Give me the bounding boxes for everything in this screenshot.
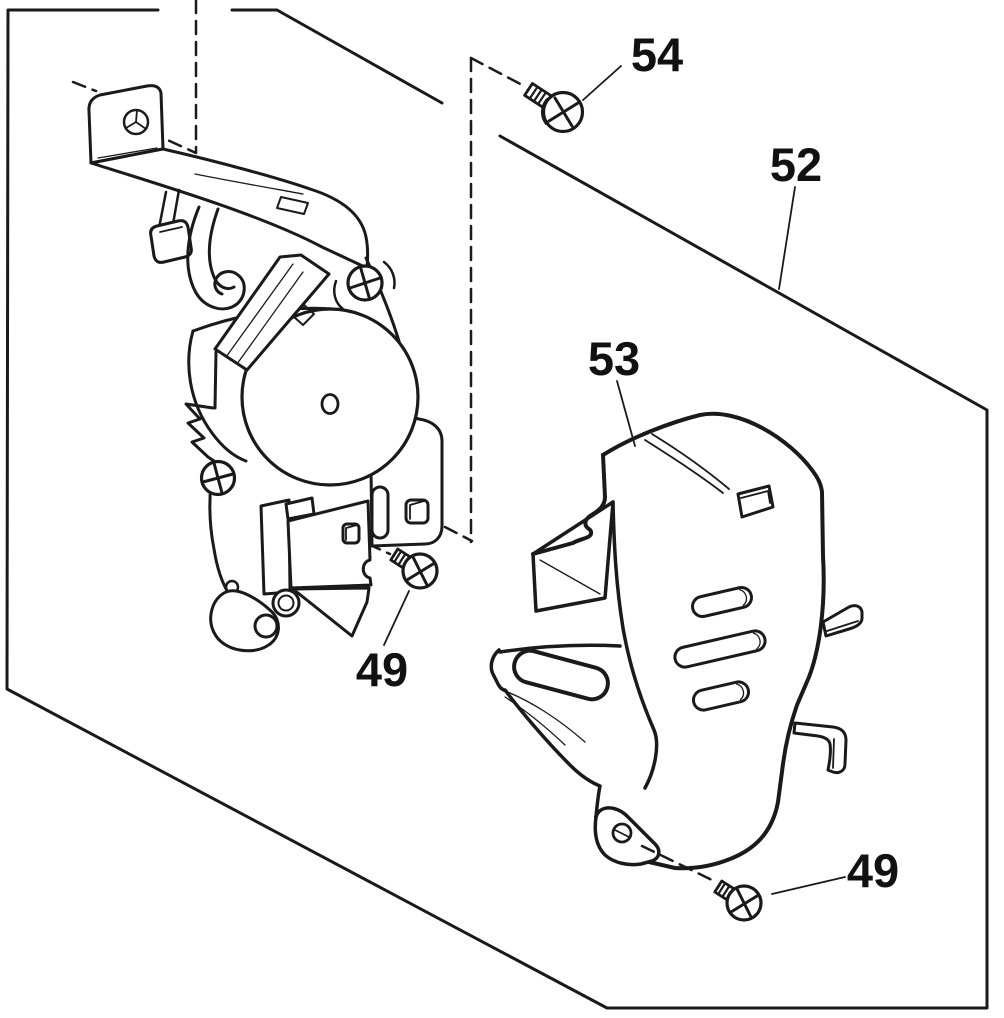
chassis-bottom-piece	[291, 586, 371, 638]
dashed-axis-screw-49-lower	[640, 844, 716, 883]
motor-plate-step	[292, 304, 315, 326]
screw-49-upper	[389, 547, 439, 590]
cover-rail-crease-2	[504, 696, 566, 746]
motor-plate	[213, 253, 331, 372]
cover-rail-crease-1	[499, 688, 586, 743]
cover-top-crease-1	[651, 433, 730, 490]
label-53: 53	[588, 332, 640, 385]
side-bracket-hole-depth	[409, 500, 425, 520]
screw-49-lower-shank	[713, 879, 735, 901]
cover-rail-bottom-face	[503, 688, 602, 819]
switch-plate-hole	[341, 522, 361, 545]
cover-slot-3-depth	[736, 683, 745, 701]
leader-53	[616, 380, 636, 447]
cover-slot-3	[691, 680, 751, 712]
cover-foot-hole-mark	[614, 829, 630, 838]
motor-screw-upper-cross	[348, 267, 382, 299]
foot-ring-outer	[271, 588, 301, 618]
bracket-emboss	[276, 196, 309, 215]
cover-top-crease-2	[644, 439, 724, 494]
label-54: 54	[631, 28, 683, 81]
motor-plate-crease-2	[236, 271, 304, 365]
chassis-left-tabs	[184, 402, 231, 596]
label-49-upper: 49	[356, 643, 408, 696]
cover-slot-1-depth	[739, 589, 748, 606]
cover-block-crease	[539, 559, 601, 595]
dashed-axis-lower	[443, 525, 474, 543]
cover-block	[531, 500, 615, 613]
motor-bracket-assembly	[87, 84, 444, 653]
motor-body-arc-left	[187, 329, 248, 463]
label-49-lower: 49	[847, 844, 899, 897]
motor-plate-crease-1	[225, 263, 294, 358]
screw-49-lower-threads	[717, 882, 731, 898]
switch-plate-back-layer	[259, 498, 292, 596]
cover-tab-upper-crease	[826, 620, 859, 632]
cover-slot-2-shape	[673, 629, 767, 669]
foot-ring-inner	[277, 594, 295, 612]
mount-panel-52	[5, 8, 989, 1010]
wire-clip-body	[149, 219, 193, 264]
screw-49-upper-threads	[393, 550, 407, 566]
leader-52	[778, 186, 796, 290]
side-bracket-hole	[404, 498, 430, 525]
bracket-hook-inner	[207, 207, 236, 291]
boss-arc-left	[333, 279, 345, 311]
chassis-edge-upper	[213, 350, 218, 410]
cover-tab-lower	[792, 721, 848, 775]
leader-49-upper	[383, 590, 410, 646]
cover-slot-3-shape	[691, 680, 751, 712]
screw-54-head-chamfer	[540, 98, 548, 125]
bracket-band-crease	[194, 173, 304, 195]
cover-vent-hole	[736, 484, 775, 519]
side-bracket-slot	[370, 485, 390, 540]
screw-49-lower-cross	[729, 887, 759, 919]
screw-49-lower	[713, 879, 763, 922]
screw-49-upper-shank	[389, 547, 411, 569]
cover-vent-hole-depth	[740, 490, 771, 504]
wire-clip-arm	[157, 188, 181, 230]
foot-hole	[253, 613, 279, 639]
cover-rail-cap	[489, 648, 508, 693]
screw-49-lower-chamfer	[725, 891, 732, 914]
label-52: 52	[770, 138, 822, 191]
dashed-axis-screw-54	[469, 56, 528, 89]
screw-54-shank	[523, 82, 553, 109]
panel-outline-main	[5, 8, 989, 1010]
panel-outline-top-segment	[230, 8, 444, 105]
leader-54	[582, 65, 622, 101]
motor-screw-lower-cross	[201, 461, 235, 495]
cover-face-fold	[611, 500, 659, 790]
dashed-axis-bracket-hole-a	[71, 80, 98, 93]
switch-plate-hole-depth	[345, 524, 358, 541]
wire-clip-crease	[159, 226, 183, 233]
cover-slot-1-shape	[691, 586, 753, 618]
screw-49-upper-chamfer	[401, 559, 408, 582]
leader-49-lower	[771, 876, 846, 895]
screw-49-upper-cross	[405, 555, 435, 587]
screw-54-cross	[547, 96, 580, 128]
callouts: 54 52 53 49 49	[356, 28, 899, 897]
cover-slot-2-depth	[752, 632, 761, 650]
screw-54-threads	[528, 85, 547, 106]
cover-rail-slot	[512, 648, 610, 702]
bracket-band	[89, 147, 370, 270]
cover-outline-left-profile	[531, 453, 607, 556]
bracket-hook-outer	[186, 205, 246, 311]
cover-slot-1	[691, 586, 753, 618]
motor-hub	[320, 393, 340, 415]
bracket-flange-crease	[97, 147, 158, 159]
cover-tab-lower-crease	[832, 738, 835, 769]
cover-rail-top	[498, 643, 622, 654]
bracket-hole-mark	[125, 109, 147, 130]
screw-54	[523, 82, 585, 134]
cover-slot-2	[673, 629, 767, 669]
boss-arc-right	[382, 260, 396, 290]
cover-53	[489, 411, 864, 871]
